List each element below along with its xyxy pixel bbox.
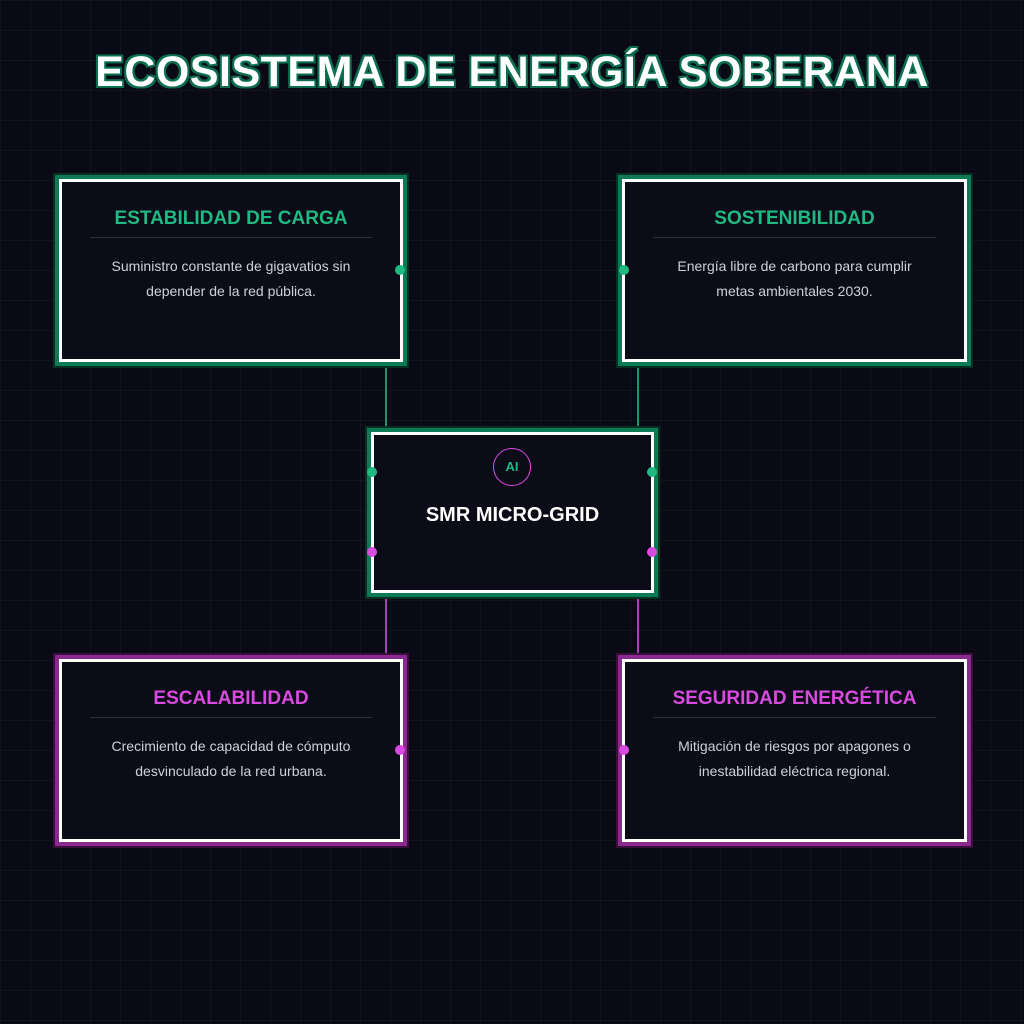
page-title: ECOSISTEMA DE ENERGÍA SOBERANA: [94, 47, 929, 97]
center-node-smr: AI SMR MICRO-GRID: [371, 432, 654, 593]
card-description: Crecimiento de capacidad de cómputo desv…: [111, 738, 351, 779]
ai-badge-icon: AI: [493, 448, 531, 486]
card-description: Energía libre de carbono para cumplir me…: [677, 258, 912, 299]
card-title: SOSTENIBILIDAD: [714, 208, 875, 229]
card-escalabilidad: ESCALABILIDAD Crecimiento de capacidad d…: [59, 659, 403, 842]
card-sostenibilidad: SOSTENIBILIDAD Energía libre de carbono …: [622, 179, 967, 362]
card-estabilidad-de-carga: ESTABILIDAD DE CARGA Suministro constant…: [59, 179, 403, 362]
card-description: Mitigación de riesgos por apagones o ine…: [678, 738, 911, 779]
card-divider: [90, 237, 372, 238]
card-title: ESCALABILIDAD: [153, 688, 309, 709]
card-divider: [90, 717, 372, 718]
card-divider: [653, 717, 936, 718]
card-title: ESTABILIDAD DE CARGA: [114, 208, 348, 229]
card-description: Suministro constante de gigavatios sin d…: [111, 258, 351, 299]
card-title: SEGURIDAD ENERGÉTICA: [672, 688, 917, 709]
center-label: SMR MICRO-GRID: [425, 504, 600, 526]
card-seguridad-energetica: SEGURIDAD ENERGÉTICA Mitigación de riesg…: [622, 659, 967, 842]
card-divider: [653, 237, 936, 238]
